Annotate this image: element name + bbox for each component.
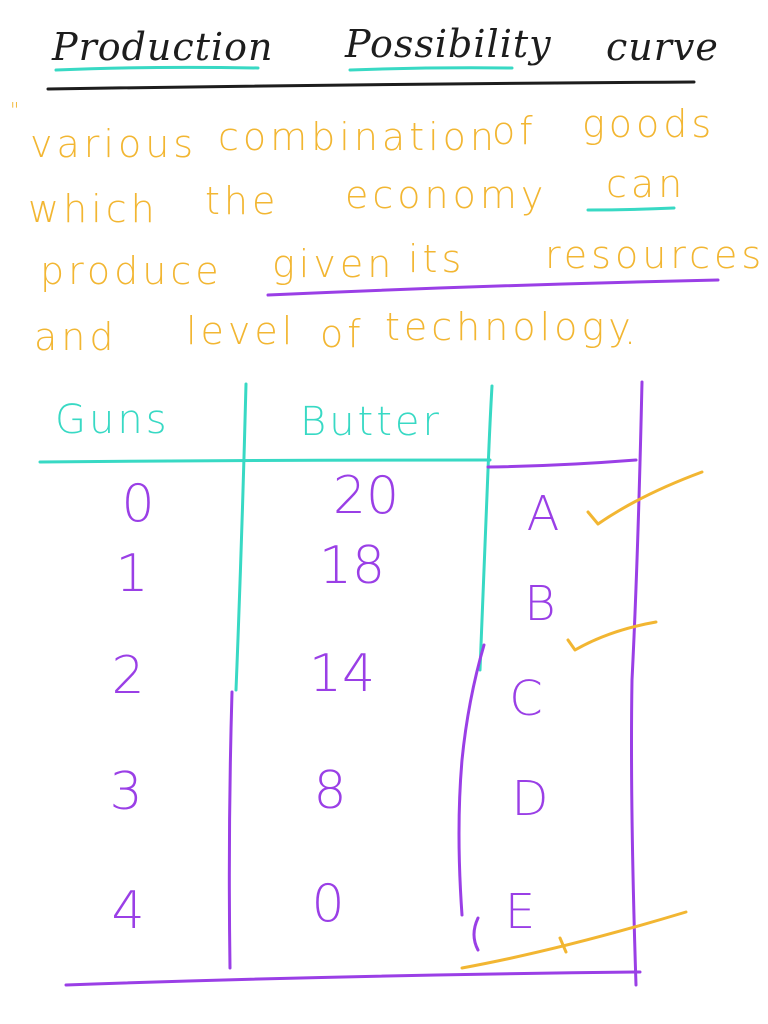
- definition-line4-word1: and: [34, 315, 118, 359]
- table-cell-guns-row2: 1: [115, 544, 149, 604]
- table-cell-butter-row3: 14: [308, 644, 376, 704]
- table-left-divider-lower: [227, 690, 234, 970]
- table-cell-butter-row2: 18: [318, 536, 386, 596]
- definition-line3-word4: resources: [545, 233, 766, 277]
- definition-line3-word1: produce: [40, 249, 223, 293]
- given-its-resources-underline: [266, 278, 720, 297]
- title-word-production: Production: [52, 25, 274, 69]
- table-header-rule: [38, 458, 492, 464]
- definition-line1-word3: of: [492, 109, 537, 153]
- definition-line1-word1: various: [30, 122, 198, 166]
- table-cell-label-row5: E: [504, 884, 536, 940]
- table-cell-guns-row3: 2: [111, 646, 145, 706]
- table-cell-label-row2: B: [524, 576, 556, 632]
- table-cell-guns-row4: 3: [109, 762, 143, 822]
- definition-line3-word2: given: [272, 242, 396, 286]
- table-bracket-near-e: [472, 916, 480, 952]
- table-divider-guns-butter: [234, 382, 248, 692]
- title-separator-line: [46, 80, 696, 91]
- definition-line4-word4: technology: [385, 305, 635, 349]
- table-header-guns: Guns: [55, 397, 170, 443]
- table-cell-label-row3: C: [509, 671, 543, 727]
- table-cell-butter-row4: 8: [313, 761, 347, 821]
- definition-line1-word2: combination: [218, 115, 498, 159]
- definition-line1-word4: goods: [582, 102, 716, 146]
- table-cell-label-row4: D: [511, 771, 549, 827]
- table-cell-butter-row1: 20: [332, 466, 400, 526]
- definition-line4-word2: level: [186, 309, 297, 353]
- can-underline: [586, 206, 676, 212]
- title-word-curve: curve: [606, 25, 719, 69]
- table-cell-butter-row5: 0: [311, 874, 345, 934]
- tick-mark-row-b: [566, 620, 658, 652]
- definition-line4-word3: of: [320, 312, 365, 356]
- table-cell-guns-row5: 4: [111, 881, 145, 941]
- tick-mark-row-e: [460, 910, 688, 970]
- table-bottom-rule: [64, 970, 642, 987]
- definition-line2-word1: which: [28, 187, 159, 231]
- table-right-border: [630, 380, 644, 987]
- definition-line2-word4: can: [606, 162, 687, 206]
- definition-line3-word3: its: [408, 237, 466, 281]
- table-cell-label-row1: A: [526, 486, 560, 542]
- table-cell-guns-row1: 0: [121, 474, 155, 534]
- definition-quote-mark: ": [10, 98, 24, 122]
- table-middle-divider-lower: [457, 643, 486, 917]
- definition-line4-period: .: [624, 309, 641, 353]
- title-underline-possibility: [348, 66, 514, 72]
- title-word-possibility: Possibility: [345, 22, 552, 66]
- table-header-butter: Butter: [300, 399, 442, 445]
- table-label-column-top-rule: [486, 458, 638, 469]
- tick-mark-row-a: [586, 470, 704, 526]
- table-divider-butter-right: [478, 384, 494, 672]
- title-underline-production: [54, 65, 260, 72]
- tick-mark-row-e-hook: [558, 936, 568, 954]
- definition-line2-word2: the: [205, 179, 280, 223]
- definition-line2-word3: economy: [345, 173, 548, 217]
